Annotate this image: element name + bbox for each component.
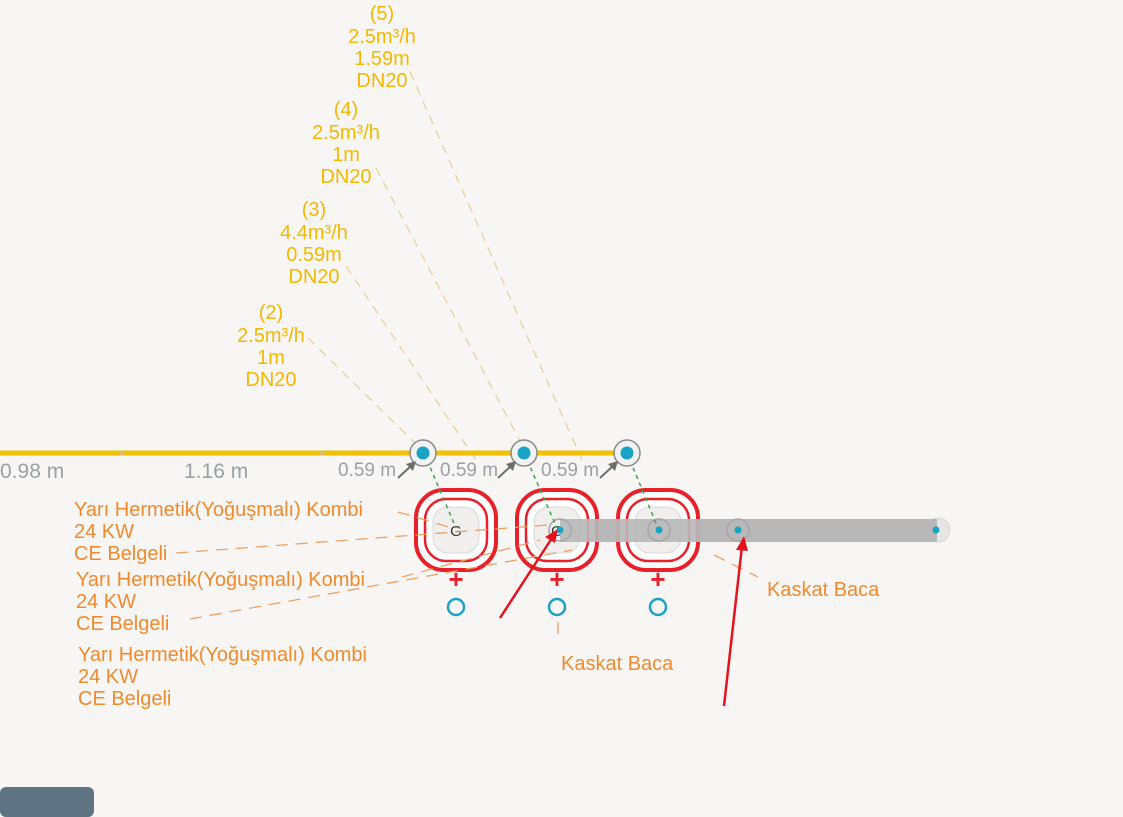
plus-icon: + [650, 564, 665, 594]
boiler-model: Yarı Hermetik(Yoğuşmalı) Kombi [78, 644, 367, 666]
arrow-icon [722, 545, 744, 707]
boiler-power: 24 KW [74, 521, 134, 543]
dimension-label: 1.16 m [184, 460, 248, 483]
pipe-diameter: DN20 [356, 70, 407, 92]
boiler-label-1[interactable]: Yarı Hermetik(Yoğuşmalı) Kombi 24 KW CE … [74, 499, 363, 565]
pipe-flow: 2.5m³/h [348, 26, 416, 48]
boiler-label-leaders [175, 511, 759, 640]
boiler-certificate: CE Belgeli [76, 613, 169, 635]
pipe-index: (5) [370, 3, 394, 25]
boiler-unit[interactable]: G + [414, 488, 498, 594]
boiler-model: Yarı Hermetik(Yoğuşmalı) Kombi [74, 499, 363, 521]
pipe-label-4[interactable]: (4) 2.5m³/h 1m DN20 [312, 99, 380, 188]
boiler-certificate: CE Belgeli [78, 688, 171, 710]
pipe-length: 1m [257, 347, 285, 369]
flue-nodes[interactable] [548, 518, 940, 542]
boiler-model: Yarı Hermetik(Yoğuşmalı) Kombi [76, 569, 365, 591]
annotation-arrows [498, 529, 748, 707]
plus-icon: + [549, 564, 564, 594]
boiler-label-3[interactable]: Yarı Hermetik(Yoğuşmalı) Kombi 24 KW CE … [78, 644, 367, 710]
pipe-index: (4) [334, 99, 358, 121]
flue-pipe-overlay [560, 519, 700, 542]
arrow-icon [498, 537, 554, 619]
flue-label[interactable]: Kaskat Baca [767, 579, 880, 601]
pipe-diameter: DN20 [288, 266, 339, 288]
flow-direction-icons [397, 461, 618, 479]
plus-icon: + [448, 564, 463, 594]
dimension-label: 0.98 m [0, 460, 64, 483]
pipe-length: 1m [332, 144, 360, 166]
boiler-power: 24 KW [76, 591, 136, 613]
boiler-power: 24 KW [78, 666, 138, 688]
pipe-label-2[interactable]: (2) 2.5m³/h 1m DN20 [237, 302, 305, 391]
condensate-nodes[interactable] [446, 597, 668, 617]
dimension-label: 0.59 m [338, 460, 396, 481]
arrow-head-icon [736, 536, 748, 551]
boiler-label-2[interactable]: Yarı Hermetik(Yoğuşmalı) Kombi 24 KW CE … [76, 569, 365, 635]
pipe-index: (3) [302, 199, 326, 221]
dimension-label: 0.59 m [440, 460, 498, 481]
dimension-label: 0.59 m [541, 460, 599, 481]
pipe-flow: 2.5m³/h [237, 325, 305, 347]
pipe-diameter: DN20 [320, 166, 371, 188]
gas-line-joints [120, 451, 324, 455]
bottom-left-panel[interactable] [0, 787, 94, 817]
arrow-head-icon [545, 529, 558, 543]
pipe-label-5[interactable]: (5) 2.5m³/h 1.59m DN20 [348, 3, 416, 92]
pipe-flow: 4.4m³/h [280, 222, 348, 244]
pipe-index: (2) [259, 302, 283, 324]
boiler-certificate: CE Belgeli [74, 543, 167, 565]
pipe-diameter: DN20 [245, 369, 296, 391]
pipe-length: 0.59m [286, 244, 342, 266]
pipe-label-leaders [307, 71, 583, 461]
pipe-flow: 2.5m³/h [312, 122, 380, 144]
gas-connector-lines [423, 452, 659, 529]
pipe-length: 1.59m [354, 48, 410, 70]
pipe-label-3[interactable]: (3) 4.4m³/h 0.59m DN20 [280, 199, 348, 288]
flue-label[interactable]: Kaskat Baca [561, 653, 674, 675]
gas-connection-nodes[interactable] [409, 439, 641, 467]
